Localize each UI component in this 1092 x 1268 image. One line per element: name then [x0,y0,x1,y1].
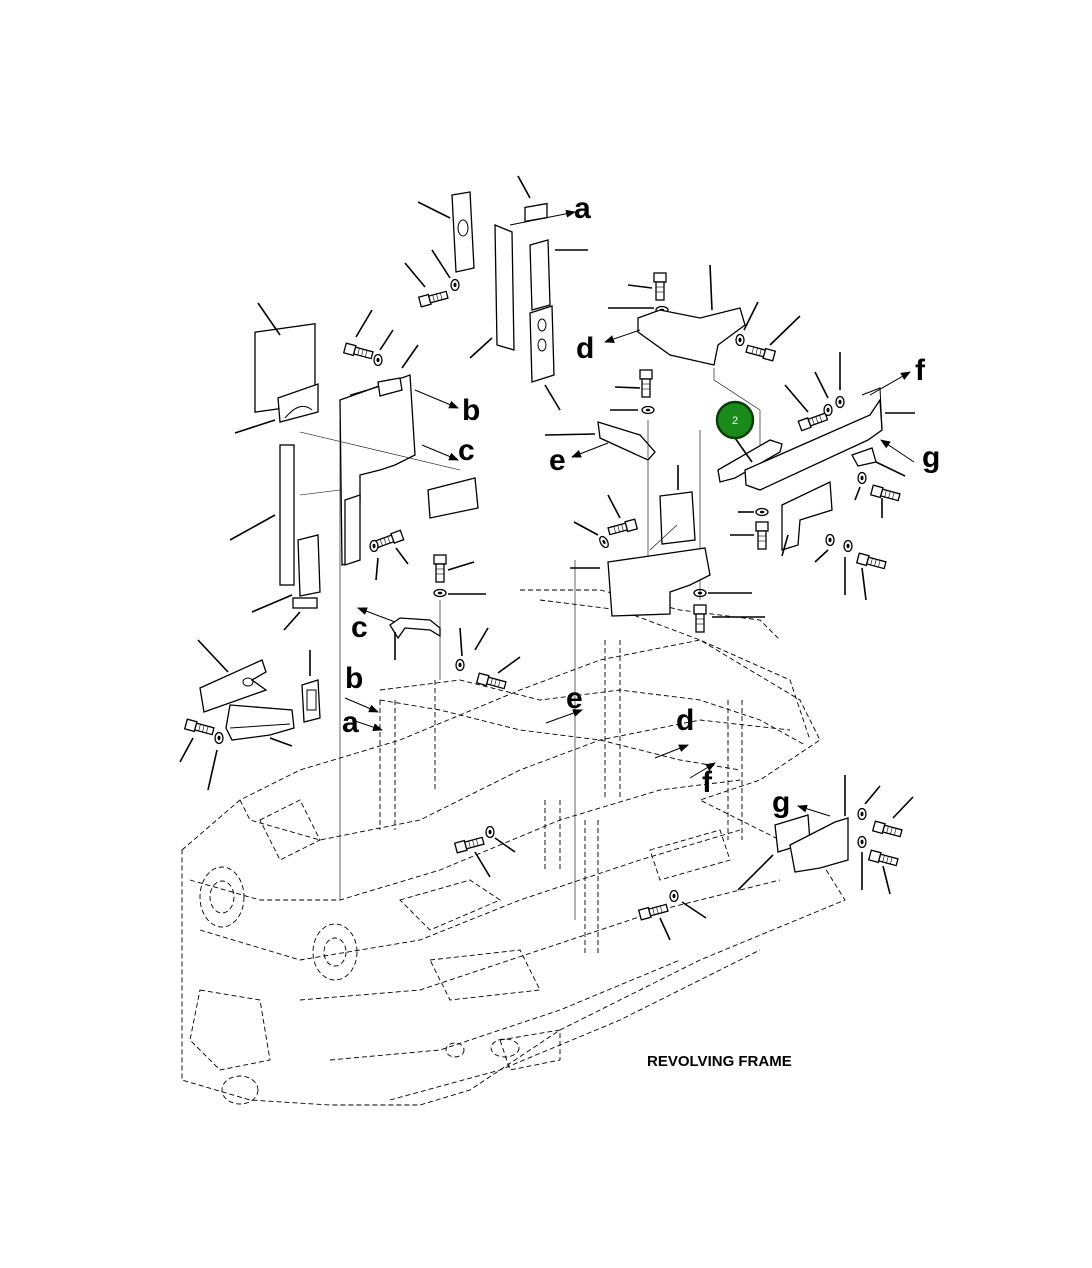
callout-g-frame: g [772,786,790,819]
lower-right-parts [737,775,914,895]
callout-b-top: b [462,394,480,427]
callout-f-frame: f [702,766,713,799]
callout-e-top: e [549,444,566,477]
cover-assembly-b [229,302,479,631]
lower-left-parts [179,639,383,791]
callout-c-top: c [458,434,475,467]
center-parts [454,369,765,941]
callout-b-frame: b [345,662,363,695]
callout-e-frame: e [566,682,583,715]
callout-f-top: f [915,354,926,387]
callout-d-frame: d [676,704,694,737]
frame-title: REVOLVING FRAME [647,1053,792,1070]
hotspot-label: 2 [732,415,738,427]
callout-a-top: a [574,192,591,225]
callout-d-top: d [576,332,594,365]
cover-assembly-d-f-g [604,264,915,779]
callout-c-mid: c [351,611,368,644]
bracket-c [357,554,521,691]
callout-a-frame: a [342,706,359,739]
callout-labels: a b c e d f g c b a e d f g [342,192,940,819]
callout-g-top: g [922,441,940,474]
revolving-frame [181,420,846,1106]
part-hotspot-2[interactable]: 2 [715,400,755,463]
cover-assembly-a [404,175,588,411]
